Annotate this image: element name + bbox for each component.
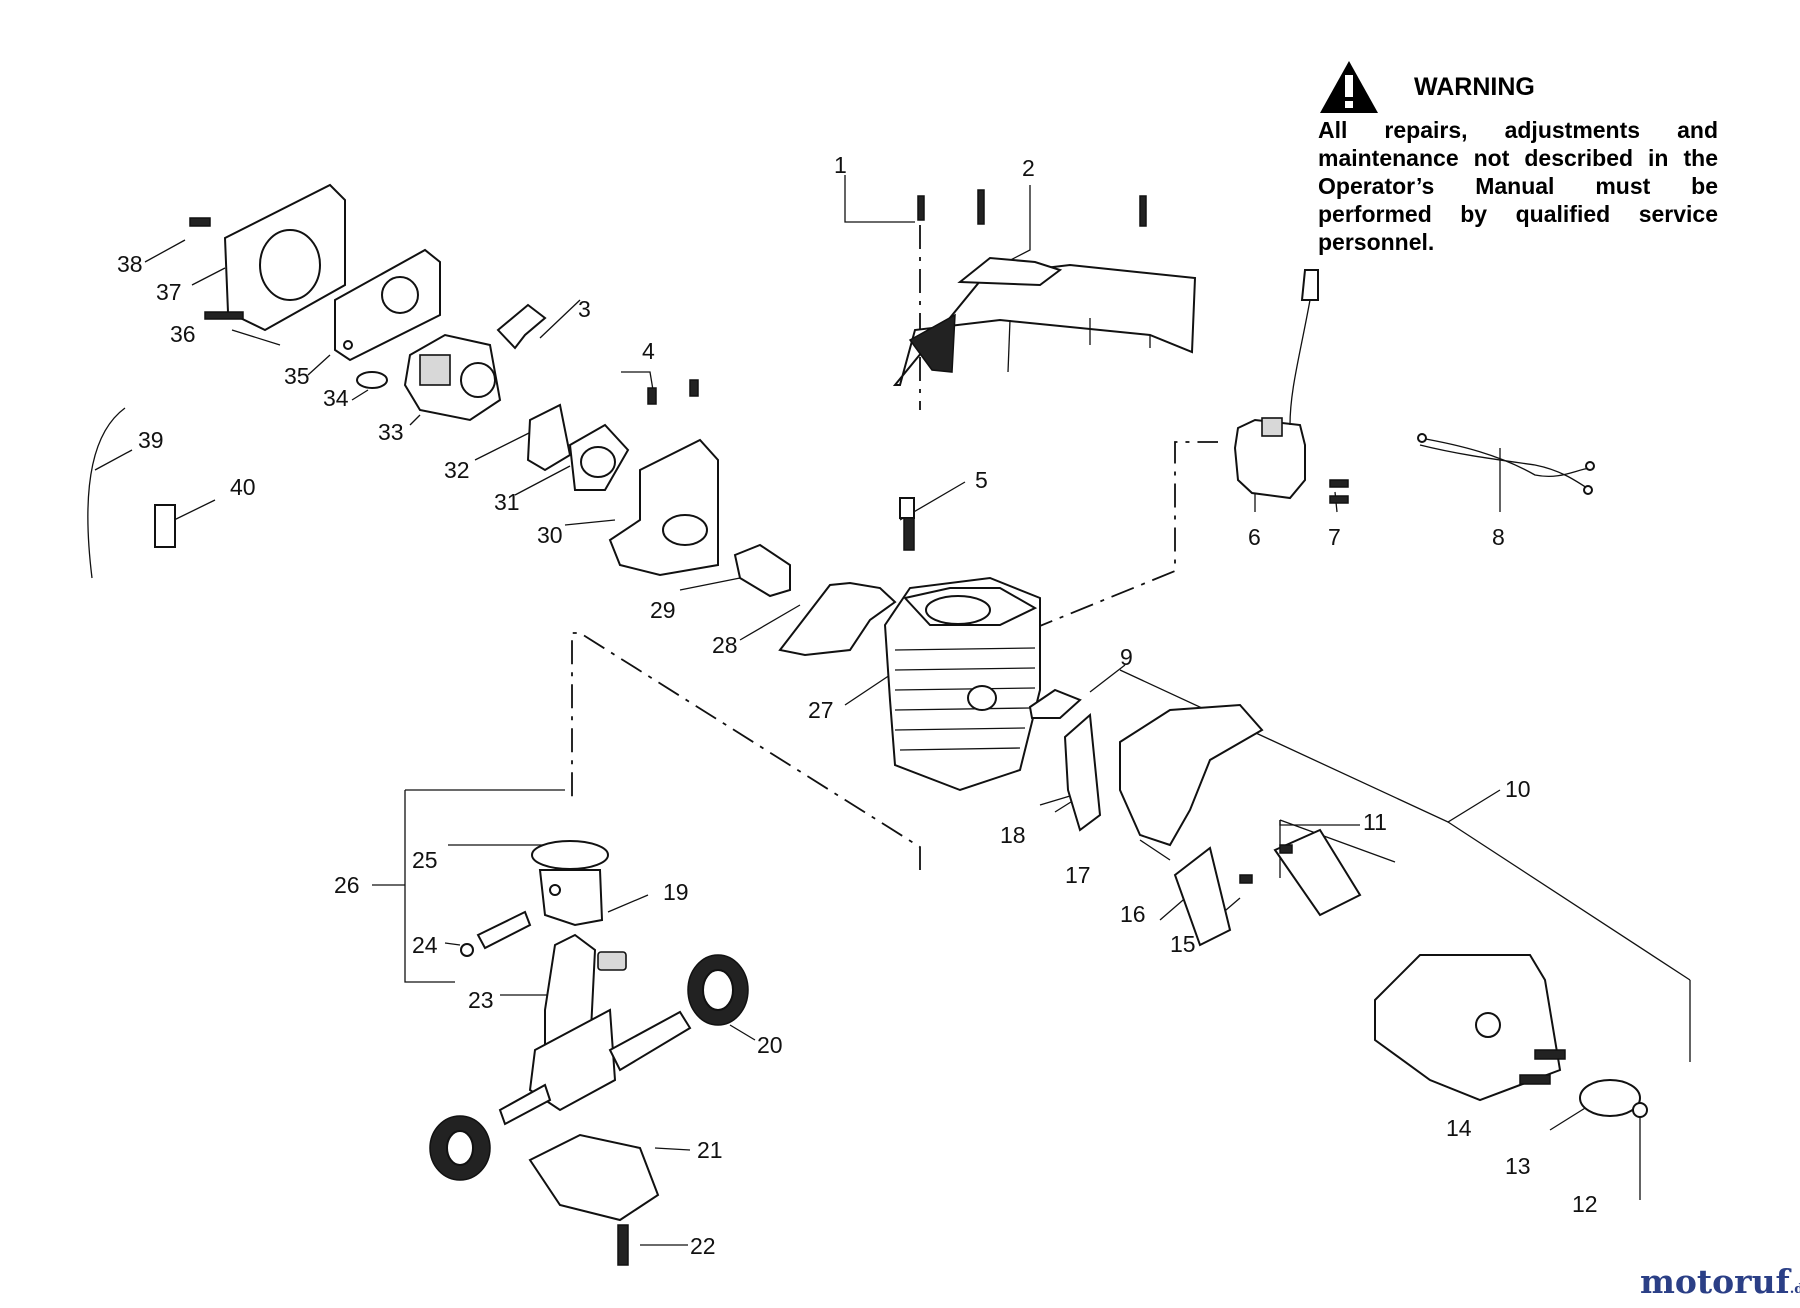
part-label-32: 32 bbox=[444, 457, 470, 483]
part-label-16: 16 bbox=[1120, 901, 1146, 927]
cylinder bbox=[883, 576, 1041, 792]
part-label-25: 25 bbox=[412, 847, 438, 873]
part-label-12: 12 bbox=[1572, 1191, 1598, 1217]
muffler-body bbox=[1374, 954, 1562, 1102]
spark-screen bbox=[1579, 1079, 1641, 1117]
part-label-15: 15 bbox=[1170, 931, 1196, 957]
assembly-guide-lines bbox=[571, 225, 1218, 870]
muffler-plate bbox=[1173, 828, 1362, 947]
filter-screws bbox=[189, 217, 244, 320]
part-label-35: 35 bbox=[284, 363, 310, 389]
part-label-1: 1 bbox=[834, 152, 847, 178]
nut bbox=[1632, 1102, 1648, 1118]
warning-header: WARNING bbox=[1318, 58, 1718, 116]
part-label-8: 8 bbox=[1492, 524, 1505, 550]
part-label-33: 33 bbox=[378, 419, 404, 445]
part-label-7: 7 bbox=[1328, 524, 1341, 550]
ignition-module bbox=[1233, 269, 1349, 504]
part-number-labels: 1 2 3 4 5 6 7 8 9 10 11 12 13 14 15 16 1… bbox=[117, 152, 1598, 1259]
warning-notice: WARNING All repairs, adjustments and mai… bbox=[1318, 58, 1718, 256]
muffler-gasket bbox=[1063, 712, 1102, 832]
part-label-14: 14 bbox=[1446, 1115, 1472, 1141]
choke-lever bbox=[496, 303, 547, 350]
intake-pipe bbox=[778, 581, 897, 657]
part-label-19: 19 bbox=[663, 879, 689, 905]
part-label-21: 21 bbox=[697, 1137, 723, 1163]
piston bbox=[531, 840, 609, 927]
fuel-filter bbox=[154, 504, 176, 548]
main-bearing bbox=[429, 954, 749, 1181]
heat-shield bbox=[1119, 703, 1264, 847]
part-label-29: 29 bbox=[650, 597, 676, 623]
air-filter-cover bbox=[223, 183, 346, 332]
adapter-screws bbox=[647, 379, 699, 405]
part-label-37: 37 bbox=[156, 279, 182, 305]
part-label-27: 27 bbox=[808, 697, 834, 723]
part-label-26: 26 bbox=[334, 872, 360, 898]
warning-triangle-icon bbox=[1320, 61, 1378, 113]
muffler-screws bbox=[1239, 844, 1566, 1085]
ground-wire bbox=[1417, 433, 1595, 495]
watermark-logo: motoruf.de bbox=[1640, 1262, 1800, 1301]
intake-gasket bbox=[1028, 688, 1082, 719]
part-label-24: 24 bbox=[412, 932, 438, 958]
crankshaft bbox=[498, 933, 692, 1126]
part-label-28: 28 bbox=[712, 632, 738, 658]
crankcase-screw bbox=[617, 1224, 629, 1266]
part-label-3: 3 bbox=[578, 296, 591, 322]
part-label-10: 10 bbox=[1505, 776, 1531, 802]
part-label-17: 17 bbox=[1065, 862, 1091, 888]
warning-title: WARNING bbox=[1414, 72, 1535, 101]
spark-plug bbox=[899, 497, 915, 551]
part-label-4: 4 bbox=[642, 338, 655, 364]
part-label-18: 18 bbox=[1000, 822, 1026, 848]
part-label-31: 31 bbox=[494, 489, 520, 515]
part-label-5: 5 bbox=[975, 467, 988, 493]
gaskets bbox=[526, 403, 630, 491]
watermark-suffix: .de bbox=[1789, 1282, 1800, 1297]
part-label-30: 30 bbox=[537, 522, 563, 548]
part-label-36: 36 bbox=[170, 321, 196, 347]
intake-adapter bbox=[608, 438, 719, 577]
watermark-name: motoruf bbox=[1640, 1262, 1790, 1301]
cylinder-cover bbox=[892, 256, 1197, 386]
carburetor bbox=[403, 333, 502, 422]
part-label-23: 23 bbox=[468, 987, 494, 1013]
part-label-22: 22 bbox=[690, 1233, 716, 1259]
filter-bracket bbox=[334, 248, 441, 362]
piston-pin bbox=[460, 910, 532, 957]
needle-bearing bbox=[597, 951, 627, 971]
part-label-40: 40 bbox=[230, 474, 256, 500]
part-label-9: 9 bbox=[1120, 644, 1133, 670]
cover-screws bbox=[917, 189, 1147, 227]
part-label-13: 13 bbox=[1505, 1153, 1531, 1179]
part-label-39: 39 bbox=[138, 427, 164, 453]
crankcase-bottom bbox=[528, 1133, 660, 1222]
impulse-hose bbox=[87, 407, 126, 579]
part-label-38: 38 bbox=[117, 251, 143, 277]
seal-ring bbox=[356, 371, 388, 389]
warning-text: All repairs, adjustments and maintenance… bbox=[1318, 117, 1718, 255]
part-label-34: 34 bbox=[323, 385, 349, 411]
part-label-6: 6 bbox=[1248, 524, 1261, 550]
part-label-11: 11 bbox=[1363, 809, 1387, 835]
part-label-2: 2 bbox=[1022, 155, 1035, 181]
part-label-20: 20 bbox=[757, 1032, 783, 1058]
intake-boot bbox=[733, 543, 791, 598]
